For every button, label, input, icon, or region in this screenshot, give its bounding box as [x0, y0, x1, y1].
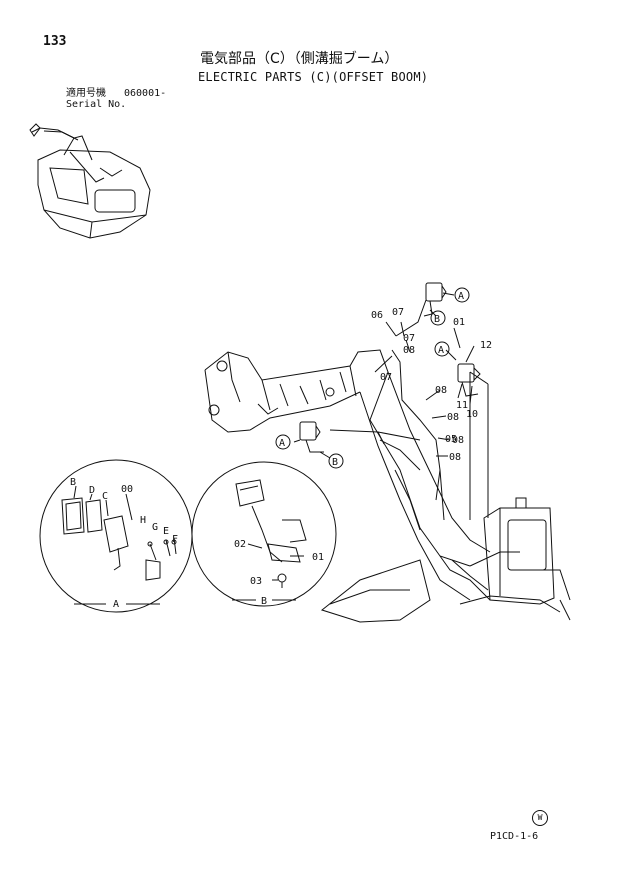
page-title-english: ELECTRIC PARTS (C)(OFFSET BOOM): [198, 70, 429, 84]
callout-label: 10: [466, 409, 478, 420]
circle-letter: A: [438, 345, 444, 356]
callout-label: 08: [447, 412, 459, 423]
figure-code: P1CD-1-6: [490, 831, 539, 842]
callout-label: 07: [403, 333, 415, 344]
detail-a-view: [39, 459, 193, 613]
callout-label: D: [89, 485, 95, 496]
callout-label: 01: [312, 552, 324, 563]
excavator-thumbnail: [29, 123, 151, 239]
work-light-upper: [423, 282, 447, 317]
detail-b-callouts: 02 01 03: [234, 539, 324, 587]
callout-label: 06: [371, 310, 383, 321]
work-light-left: [299, 421, 324, 453]
applicable-serial-label: 適用号機: [66, 88, 106, 99]
callout-label: B: [70, 477, 76, 488]
callout-label: G: [152, 522, 158, 533]
callout-label: 08: [452, 435, 464, 446]
callout-label: C: [102, 491, 108, 502]
page-title-japanese: 電気部品（C）（側溝掘ブーム）: [200, 51, 399, 67]
callout-label: F: [172, 534, 178, 545]
callout-label: 12: [480, 340, 492, 351]
callout-label: 05: [445, 434, 457, 445]
detail-a-title: A: [113, 599, 119, 610]
callout-label: E: [163, 526, 169, 537]
circle-letters: A B A A B: [279, 291, 464, 468]
callout-label: 08: [435, 385, 447, 396]
callout-label: 01: [453, 317, 465, 328]
circle-letter: A: [279, 438, 285, 449]
page-number: 133: [43, 34, 67, 49]
serial-number-label: Serial No.: [66, 99, 127, 110]
work-light-right: [457, 363, 481, 397]
detail-titles: A B: [113, 596, 267, 610]
callout-label: 07: [392, 307, 404, 318]
offset-boom-illustration: [204, 299, 571, 623]
callout-label: 08: [449, 452, 461, 463]
callout-label: 11: [456, 400, 468, 411]
callout-label: 07: [380, 372, 392, 383]
callout-label: 08: [403, 345, 415, 356]
circle-letter: B: [434, 314, 440, 325]
callout-label: 03: [250, 576, 262, 587]
figure-mark: W: [532, 810, 548, 826]
circle-letter: A: [458, 291, 464, 302]
callout-label: 02: [234, 539, 246, 550]
main-callouts: 06 07 07 08 01 12 07 08 11 10 08 05 08 0…: [371, 307, 492, 463]
circle-letter: B: [332, 457, 338, 468]
view-marker-circles: [275, 287, 470, 469]
detail-b-title: B: [261, 596, 267, 607]
applicable-serial-value: 060001-: [124, 88, 167, 99]
callout-label: H: [140, 515, 146, 526]
callout-label: 00: [121, 484, 133, 495]
detail-a-callouts: B D C 00 H G E F: [70, 477, 178, 545]
detail-b-view: [191, 461, 337, 607]
